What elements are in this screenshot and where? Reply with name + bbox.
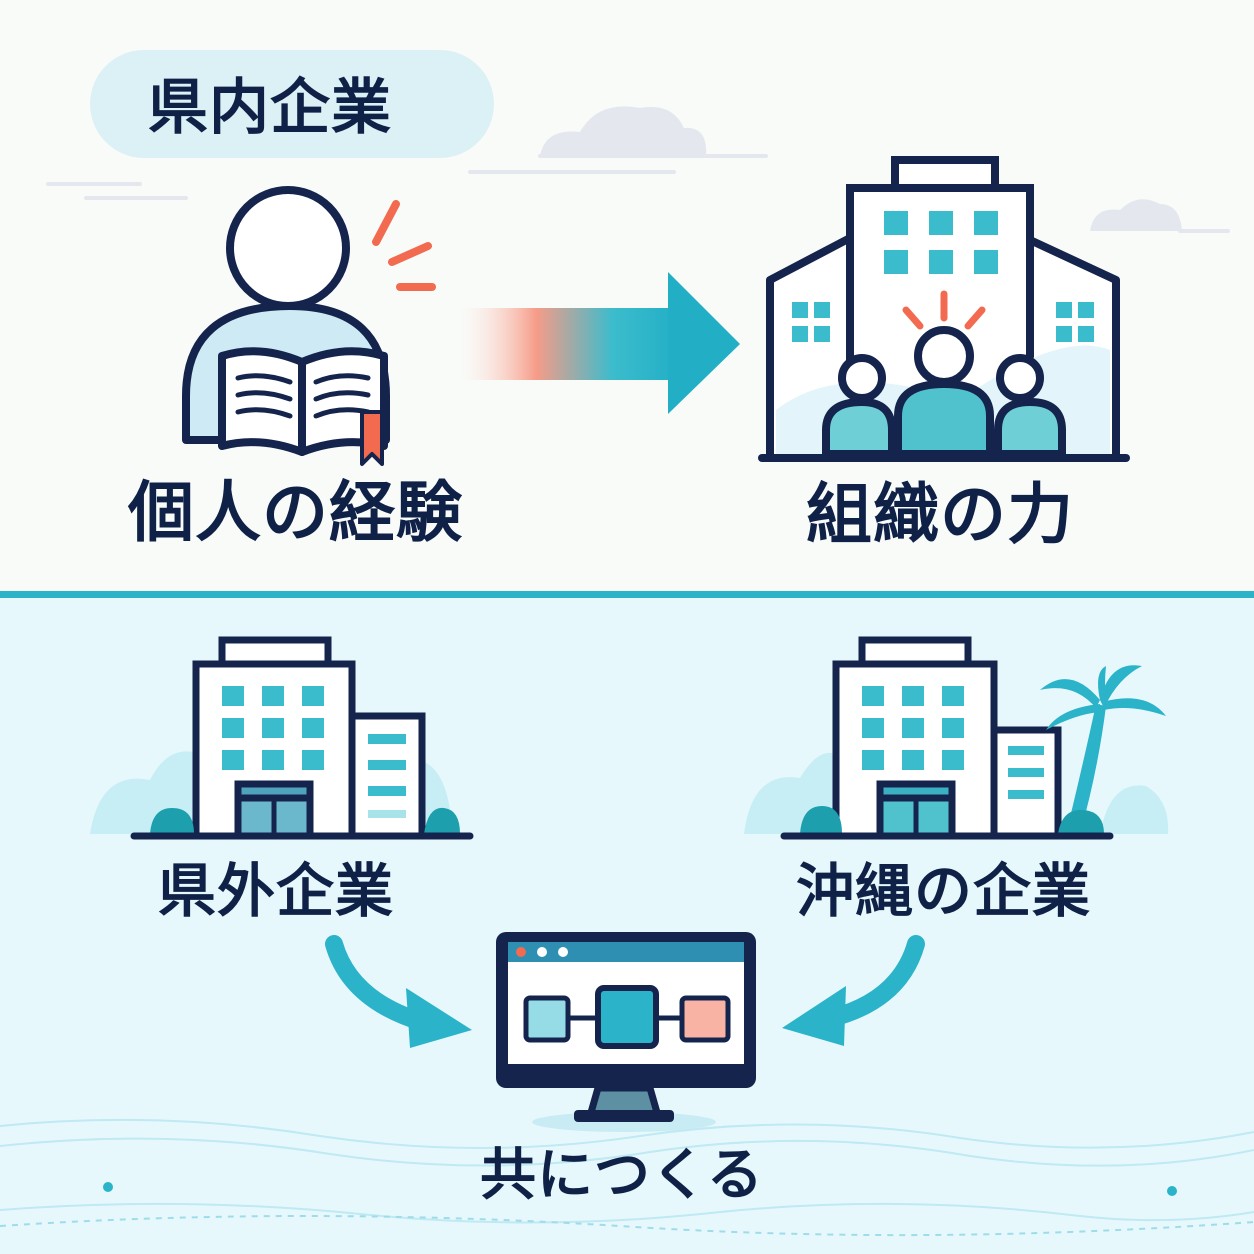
alert-spark	[372, 200, 436, 291]
building-icon	[744, 636, 1169, 840]
okinawa-companies-label: 沖縄の企業	[796, 857, 1092, 925]
decorative-lines	[46, 154, 1230, 233]
palm-tree-icon	[1040, 665, 1166, 834]
decorative-dot	[1167, 1186, 1177, 1196]
personal-experience-label: 個人の経験	[128, 474, 463, 551]
alert-spark	[902, 290, 986, 330]
team-icon	[822, 326, 1066, 458]
organizational-power-label: 組織の力	[806, 476, 1074, 553]
bookmark-icon	[360, 410, 384, 466]
section-divider	[0, 591, 1254, 598]
co-create-label: 共につくる	[480, 1143, 764, 1208]
book-icon	[218, 347, 388, 456]
curved-arrow-icon	[325, 935, 472, 1048]
cloud-icon	[540, 106, 1182, 231]
curved-arrow-icon	[782, 935, 925, 1046]
title-badge	[90, 50, 494, 158]
person-reading-icon	[182, 186, 436, 466]
monitor-icon	[496, 932, 756, 1132]
building-icon	[90, 636, 474, 840]
gradient-arrow-icon	[460, 272, 740, 414]
decorative-waves	[0, 1118, 1254, 1224]
decorative-dot	[103, 1182, 113, 1192]
outside-companies-label: 県外企業	[158, 857, 395, 925]
decorative-dotted-wave	[0, 1215, 1254, 1237]
office-building-icon	[758, 156, 1130, 462]
top-badge-label: 県内企業	[148, 73, 392, 143]
